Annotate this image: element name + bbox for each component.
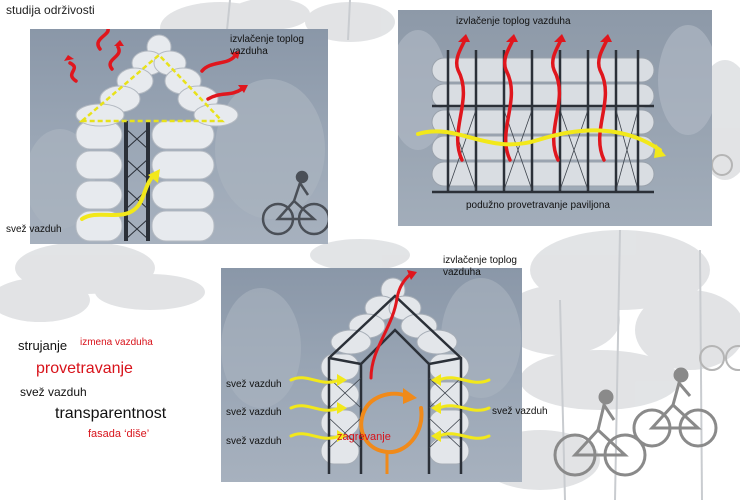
fresh-air-arrow — [416, 128, 662, 152]
steel-frame — [327, 294, 463, 474]
fresh-air-label-left-2: svež vazduh — [226, 407, 282, 418]
page-title: studija održivosti — [6, 3, 95, 17]
legend-izmena-vazduha: izmena vazduha — [80, 337, 153, 348]
warm-air-arrows — [369, 272, 413, 380]
fresh-air-label-right: svež vazduh — [492, 406, 548, 417]
fresh-air-label: svež vazduh — [6, 224, 62, 235]
inflatable-cushion-walls — [431, 57, 655, 187]
panel-heating: zagrevanje — [221, 268, 522, 482]
legend-svez-vazduh: svež vazduh — [20, 385, 87, 399]
panel-longitudinal-ventilation: izvlačenje toplog vazduha podužno provet… — [398, 10, 712, 226]
legend-provetravanje: provetravanje — [36, 360, 133, 377]
legend-fasada-dise: fasada ‘diše’ — [88, 428, 150, 440]
longitudinal-ventilation-label: podužno provetravanje paviljona — [466, 200, 610, 211]
legend-strujanje: strujanje — [18, 338, 68, 353]
fresh-air-label-left-3: svež vazduh — [226, 436, 282, 447]
heating-arrow — [359, 391, 424, 455]
bicycle-rider-icon — [261, 170, 328, 236]
warm-air-label: izvlačenje toplog vazduha — [456, 16, 571, 27]
bicycle-rider-icon — [632, 367, 718, 448]
steel-frame — [432, 50, 654, 194]
legend-transparentnost: transparentnost — [55, 405, 167, 422]
bicycle-rider-icon — [699, 154, 740, 371]
panel-house-ventilation: izvlačenje toplog vazduha — [30, 29, 328, 244]
warm-air-label: izvlačenje toplog vazduha — [230, 34, 304, 57]
fresh-air-label-left-1: svež vazduh — [226, 379, 282, 390]
bicycle-rider-icon — [553, 389, 647, 477]
roof-outline — [78, 53, 225, 123]
tree-silhouette-icon — [0, 242, 205, 322]
warm-air-label: izvlačenje toplog vazduha — [443, 255, 517, 278]
fresh-air-arrows — [289, 376, 491, 440]
fresh-air-arrow — [80, 173, 156, 221]
warm-air-arrows — [68, 29, 244, 101]
heating-label: zagrevanje — [337, 431, 391, 443]
